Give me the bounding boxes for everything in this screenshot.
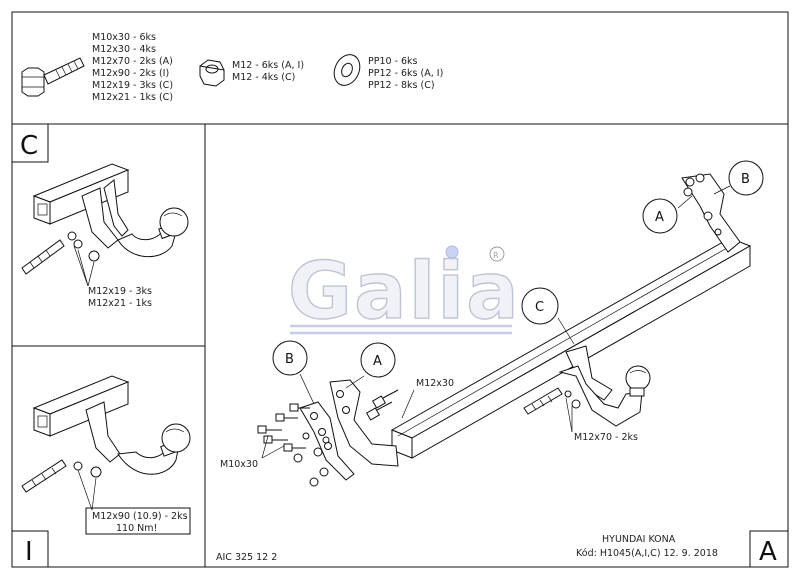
panel-c-callout-2: M12x21 - 1ks [88, 298, 152, 309]
panel-c-letter-box [11, 123, 49, 163]
bolt-icon [21, 57, 85, 97]
washer-line-3: PP12 - 8ks (C) [368, 80, 435, 91]
left-side-nuts [293, 432, 330, 487]
panel-i-letter-box [11, 530, 49, 568]
galia-logo: Galia R [287, 245, 521, 338]
washer-icon [333, 54, 361, 86]
sheet-border [11, 11, 789, 568]
bolt-line-5: M12x19 - 3ks (C) [92, 80, 173, 91]
panel-i-callout-1: M12x90 (10.9) - 2ks [92, 511, 188, 522]
panel-i-letter: I [25, 537, 33, 567]
bolt-line-4: M12x90 - 2ks (I) [92, 68, 169, 79]
left-side-bracket [299, 379, 399, 481]
panel-c-letter: C [20, 131, 38, 161]
drawing-number: AIC 325 12 2 [216, 552, 277, 563]
galia-registered-mark: R [493, 251, 499, 260]
bubble-a-left: A [345, 342, 396, 389]
bubble-a-right: A [642, 195, 693, 234]
bolt-line-1: M10x30 - 6ks [92, 32, 156, 43]
product-code-date: Kód: H1045(A,I,C) 12. 9. 2018 [576, 548, 718, 559]
nut-line-1: M12 - 6ks (A, I) [232, 60, 304, 71]
label-m12x70: M12x70 - 2ks [574, 432, 638, 443]
bubble-a-right-label: A [655, 210, 664, 225]
panel-c-callout-1: M12x19 - 3ks [88, 286, 152, 297]
bubble-b-right-label: B [741, 172, 750, 187]
label-m12x30: M12x30 [416, 378, 454, 389]
bolt-line-2: M12x30 - 4ks [92, 44, 156, 55]
right-side-bracket [681, 173, 741, 253]
washer-line-2: PP12 - 6ks (A, I) [368, 68, 443, 79]
panel-c-towbar-illustration [21, 163, 189, 287]
bolt-line-3: M12x70 - 2ks (A) [92, 56, 173, 67]
bubble-b-left: B [272, 340, 315, 405]
m12x30-bolts [365, 389, 399, 421]
bubble-b-right: B [713, 160, 764, 196]
bubble-c-main-label: C [535, 300, 544, 315]
galia-logo-text: Galia [288, 247, 521, 337]
nut-line-2: M12 - 4ks (C) [232, 72, 295, 83]
m10x30-bolts [257, 403, 310, 452]
panel-i-callout-box [85, 507, 191, 535]
bubble-a-left-label: A [373, 354, 382, 369]
label-m10x30: M10x30 [220, 459, 258, 470]
panel-i-callout-2: 110 Nm! [116, 523, 157, 534]
central-ball-mount [523, 345, 651, 433]
bubble-c-main: C [521, 287, 575, 345]
washer-line-1: PP10 - 6ks [368, 56, 418, 67]
vehicle-name: HYUNDAI KONA [602, 534, 676, 545]
nut-icon [199, 59, 225, 87]
bubble-b-left-label: B [285, 352, 294, 367]
panel-a-letter-box [749, 530, 789, 568]
bolt-line-6: M12x21 - 1ks (C) [92, 92, 173, 103]
panel-i-towbar-illustration [21, 375, 191, 511]
panel-a-letter: A [759, 537, 777, 567]
